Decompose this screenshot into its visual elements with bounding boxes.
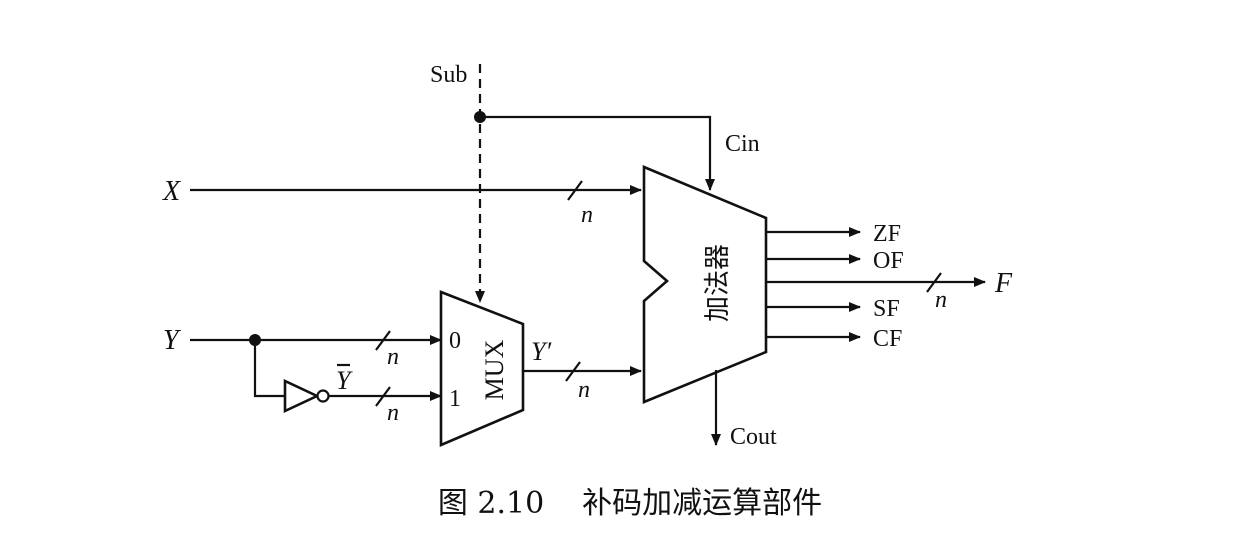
inverter-bubble: [316, 389, 330, 403]
y-branch-wire: [253, 340, 285, 398]
cout-label: Cout: [730, 424, 777, 450]
inverter-icon: [283, 378, 321, 414]
cf-label: CF: [873, 326, 902, 352]
mux-input-0-label: 0: [449, 328, 461, 354]
mux-block: [439, 290, 525, 447]
x-label: X: [162, 176, 181, 207]
cin-wire: [480, 115, 715, 191]
adder-subtractor-diagram: Sub Cin X n Y n Y n 0 1 MUX Y′ n 加法器 Cou…: [162, 62, 1013, 450]
cin-label: Cin: [725, 131, 760, 157]
f-bus-tick: [926, 272, 942, 293]
y-bar-bus-tick: [375, 386, 391, 407]
y-prime-bus-tick: [565, 361, 581, 382]
y-prime-label: Y′: [531, 337, 551, 366]
figure-number: 图 2.10: [437, 486, 545, 521]
f-label: F: [994, 268, 1013, 299]
y-bus-tick: [375, 330, 391, 351]
y-bus-width: n: [387, 344, 399, 370]
mux-label: MUX: [480, 339, 509, 400]
mux-input-1-label: 1: [449, 386, 461, 412]
adder-block: [642, 165, 768, 404]
adder-label: 加法器: [703, 244, 733, 322]
f-bus-width: n: [935, 287, 947, 313]
zf-label: ZF: [873, 221, 901, 247]
sf-label: SF: [873, 296, 900, 322]
y-bar-bus-width: n: [387, 400, 399, 426]
y-label: Y: [163, 325, 182, 356]
sub-label: Sub: [430, 62, 467, 88]
figure-caption: 图 2.10 补码加减运算部件: [0, 478, 1260, 522]
of-label: OF: [873, 248, 904, 274]
x-bus-width: n: [581, 202, 593, 228]
figure-title: 补码加减运算部件: [582, 486, 823, 521]
y-prime-bus-width: n: [578, 377, 590, 403]
x-bus-tick: [567, 180, 583, 201]
y-bar-label: Y: [336, 366, 353, 395]
